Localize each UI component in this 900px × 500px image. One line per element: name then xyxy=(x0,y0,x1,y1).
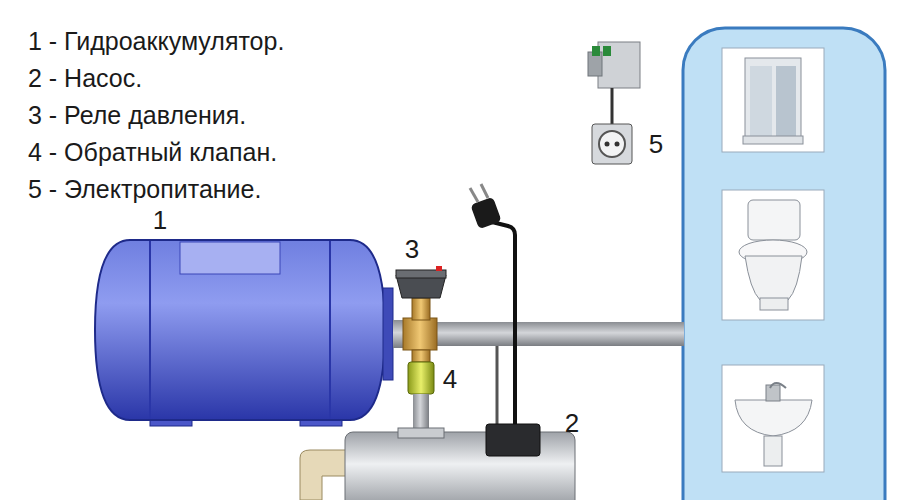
callout-number: 3 xyxy=(405,234,419,264)
legend-line: 1 - Гидроаккумулятор. xyxy=(28,26,284,56)
legend-line: 3 - Реле давления. xyxy=(28,100,246,130)
callout-number: 2 xyxy=(565,408,579,438)
callout-number: 5 xyxy=(649,129,663,159)
legend-line: 5 - Электропитание. xyxy=(28,174,261,204)
callout-number: 1 xyxy=(153,205,167,235)
legend-line: 4 - Обратный клапан. xyxy=(28,137,277,167)
callout-number: 4 xyxy=(443,364,457,394)
legend-line: 2 - Насос. xyxy=(28,63,142,93)
